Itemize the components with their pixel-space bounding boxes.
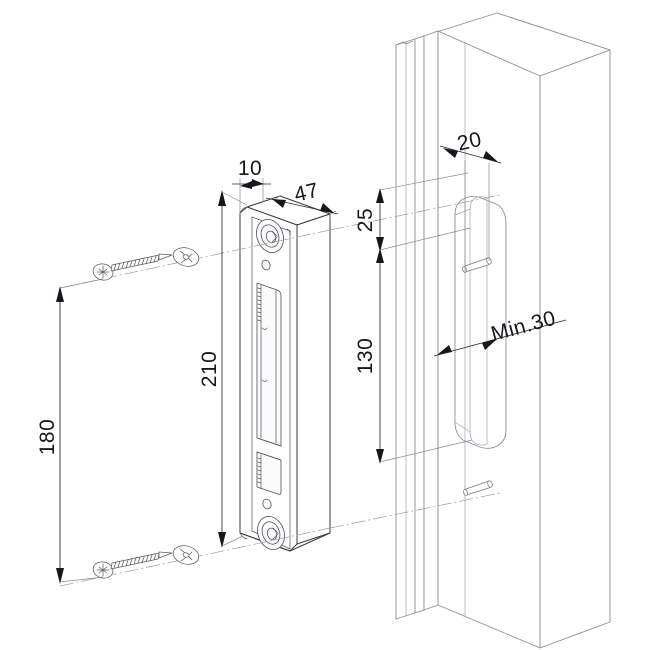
keep-side-face [296,213,331,545]
latch-recess-upper [256,282,282,447]
pin-top-cap [486,257,492,265]
dimmin30-arrow-left [437,345,452,355]
dimension-label-25: 25 [354,208,377,232]
dim10-arrow-left [240,181,252,189]
screw-assembly-top [59,229,331,289]
latch-notch-upper [261,327,268,330]
dimension-10: 10 [232,157,271,213]
dim47-arrow-right [320,203,334,213]
dim130-arrow-bottom [376,449,384,464]
dimension-180: 180 [36,278,104,584]
post-mortise-slot [454,196,507,449]
dimension-label-10: 10 [238,157,262,180]
keep-hole-top [261,259,271,271]
dim25-arrow-bottom [376,237,384,252]
screw-bottom-tip [158,551,173,559]
dimension-label-20: 20 [455,128,484,156]
boss-top-cross [271,230,278,243]
keep-screw-boss-bottom [257,516,285,550]
keep-hole-bottom [262,498,272,510]
screw-top-tip [158,253,173,261]
post-top-notch [395,40,414,46]
dim180-arrow-top [56,286,64,302]
dim210-arrow-top [218,190,226,206]
screw-bottom-threads [113,553,157,569]
dim20-main [439,145,502,164]
latch-recess-serration [257,287,262,322]
gate-post [395,12,611,649]
projection-lines [329,194,501,529]
keep-latch-recess [256,282,282,495]
keep-corner-tl [239,206,248,216]
dim47-arrow-left [272,199,286,208]
latch-midline-a [256,437,282,447]
keep-bottom-edge [239,532,331,552]
dim210-arrow-bottom [218,532,226,548]
washer-top [172,247,200,267]
dim180-witness-top [59,278,104,289]
keep-bevel-corner-tr [286,228,291,236]
mortise-inner-top-arc [469,196,488,210]
screw-bottom-head-cross [96,563,110,577]
proj-line-bottom [329,492,501,529]
dimension-label-47: 47 [292,179,321,207]
washer-bottom-bore [182,552,190,558]
dimension-210: 210 [198,190,248,548]
mortise-outer [454,196,507,449]
alignment-pin-bottom [463,480,493,496]
pin-bottom-cap [487,480,493,488]
washer-top-bore [182,254,190,260]
lock-keep-body [239,195,331,552]
dimension-label-180: 180 [36,419,59,456]
dimmin30-arrow-right [482,339,497,350]
dimension-130: 130 [354,248,473,464]
post-inner-edge [423,30,439,611]
latch-lower-serration [257,457,262,484]
mortise-bottom-join [454,421,471,433]
post-right-face [539,49,611,649]
screw-top-head-cross [96,265,110,279]
washer-bottom [172,545,200,565]
dim10-arrow-right [252,179,264,187]
pin-top-end [462,266,467,273]
boss-top-inner [265,230,277,244]
dimension-20: 20 [439,128,502,272]
dim20-arrow-left [443,148,458,158]
pin-bottom-end [463,489,468,496]
dim25-witness-top [379,172,469,191]
dim210-witness-bottom [221,535,244,547]
post-groove [414,35,425,614]
latch-midline-b [256,451,282,461]
post-front-face [437,30,541,649]
mortise-top-join [454,208,471,216]
dimension-25: 25 [354,172,471,252]
dim180-arrow-bottom [56,568,64,584]
latch-recess-lower [256,451,282,495]
screw-assembly-bottom [59,527,331,587]
mortise-inner-bottom-arc [469,431,488,446]
dim130-arrow-top [376,248,384,263]
boss-bottom-cross [272,527,279,540]
screw-top-threads [113,255,157,271]
dimension-label-210: 210 [198,351,221,388]
dim20-arrow-right [483,151,498,162]
dim130-witness-bottom [379,439,473,463]
dimension-label-130: 130 [354,338,377,375]
dim25-witness-bottom [379,227,471,251]
dim210-witness-top [221,191,248,206]
boss-bottom-inner [266,527,278,541]
dimension-47: 47 [265,179,339,215]
dim180-witness-bottom [59,576,104,583]
latch-notch-lower [261,379,268,382]
dimmin30-main [433,319,567,357]
dim25-arrow-top [376,188,384,203]
proj-line-top [329,194,501,231]
